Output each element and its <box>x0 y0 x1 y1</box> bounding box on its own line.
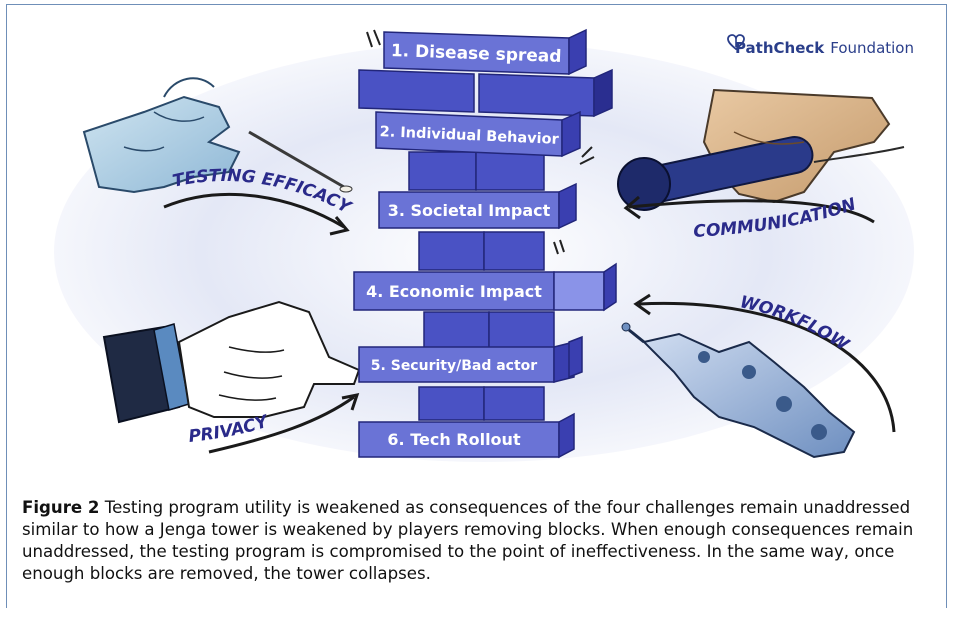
block-5: 5. Security/Bad actor <box>358 335 583 383</box>
motion-marks-top <box>366 29 381 48</box>
arrow-head-workflow <box>633 293 651 316</box>
cross-layer-4 <box>423 311 555 351</box>
block-label-2: 2. Individual Behavior <box>379 124 560 148</box>
motion-marks-side <box>579 146 595 165</box>
suited-hand-pointing-icon <box>102 300 361 424</box>
figure-illustration: TESTING EFFICACY COMMUNICATION PRIVACY W… <box>14 12 940 482</box>
arrow-head-testing-efficacy <box>329 216 350 236</box>
hand-microphone-icon <box>617 88 905 211</box>
block-2: 2. Individual Behavior <box>375 110 581 158</box>
brand-name-regular: Foundation <box>830 39 914 57</box>
block-6: 6. Tech Rollout <box>358 412 575 459</box>
block-1: 1. Disease spread <box>383 28 587 76</box>
jenga-tower: 1. Disease spread 2. Individual Behavior… <box>353 28 617 459</box>
cross-layer-2 <box>408 151 545 191</box>
arrow-workflow <box>638 301 896 433</box>
motion-marks-middle <box>553 239 565 255</box>
arrow-head-communication <box>623 195 641 220</box>
brand-badge: PathCheck Foundation <box>726 34 924 62</box>
cross-layer-5 <box>418 386 545 421</box>
brand-name-bold: PathCheck <box>734 39 825 57</box>
arrow-testing-efficacy <box>163 192 345 229</box>
block-label-3: 3. Societal Impact <box>388 201 551 220</box>
cross-layer-3 <box>418 231 545 271</box>
figure-label: Figure 2 <box>22 498 100 517</box>
arrow-privacy <box>208 395 355 454</box>
arrow-communication <box>628 199 875 224</box>
figure-caption-text: Testing program utility is weakened as c… <box>22 498 914 583</box>
gloved-hand-swab-icon <box>82 77 353 194</box>
block-4: 4. Economic Impact <box>353 262 617 312</box>
jenga-illustration: TESTING EFFICACY COMMUNICATION PRIVACY W… <box>54 28 914 462</box>
arrow-head-privacy <box>341 393 360 411</box>
figure-caption: Figure 2 Testing program utility is weak… <box>22 497 932 585</box>
cross-layer-1 <box>358 68 613 118</box>
arrows <box>163 192 896 454</box>
pathcheck-logo-icon <box>727 34 745 50</box>
block-label-5: 5. Security/Bad actor <box>371 358 537 374</box>
block-label-4: 4. Economic Impact <box>366 282 542 301</box>
figure-frame <box>6 4 947 608</box>
block-label-6: 6. Tech Rollout <box>387 430 521 449</box>
block-3: 3. Societal Impact <box>378 182 577 230</box>
robot-hand-icon <box>621 322 856 459</box>
